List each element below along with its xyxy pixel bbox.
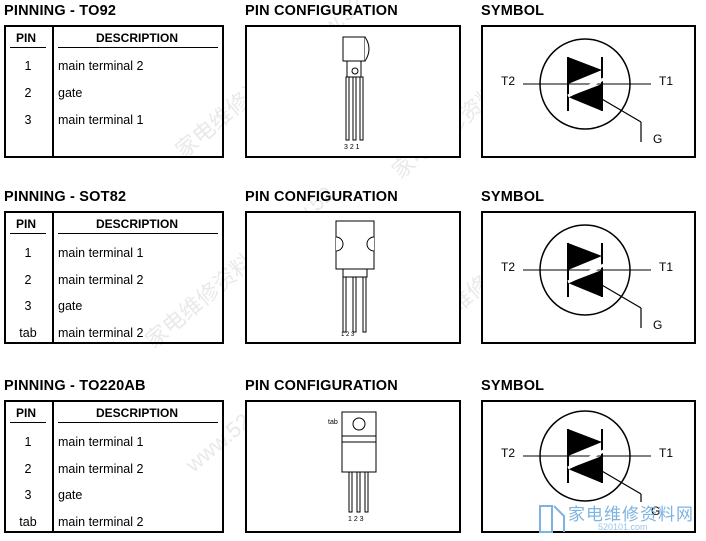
pin-configuration-frame: 3 2 1 — [245, 25, 461, 158]
pin-description: main terminal 1 — [58, 246, 144, 260]
triac-symbol: T2 T1 G — [501, 38, 673, 146]
triac-symbol: T2 T1 G — [501, 410, 673, 518]
watermark-url: 520101.com — [598, 522, 648, 532]
pinning-table: PIN DESCRIPTION 1 main terminal 2 2 gate… — [4, 25, 224, 158]
pin-number: 3 — [24, 488, 32, 502]
watermark-logo: 家电维修资料网 520101.com — [538, 500, 703, 538]
pin-configuration-frame: 1 2 3 — [245, 211, 461, 344]
pin-description: main terminal 2 — [58, 273, 144, 287]
pin-configuration-title: PIN CONFIGURATION — [245, 3, 398, 19]
pin-configuration-title: PIN CONFIGURATION — [245, 189, 398, 205]
t1-label: T1 — [659, 74, 673, 88]
symbol-frame: T2 T1 G — [481, 25, 696, 158]
g-label: G — [653, 132, 662, 146]
t2-label: T2 — [501, 260, 515, 274]
pin-number: 1 — [24, 59, 32, 73]
pin-number: 3 — [24, 113, 32, 127]
package-pin-labels: 1 2 3 — [341, 332, 355, 338]
pin-description: main terminal 1 — [58, 435, 144, 449]
t1-label: T1 — [659, 446, 673, 460]
sot82-package-diagram: 1 2 3 — [335, 220, 375, 338]
t2-label: T2 — [501, 446, 515, 460]
pin-number: 2 — [24, 273, 32, 287]
t1-label: T1 — [659, 260, 673, 274]
description-column-header: DESCRIPTION — [96, 406, 179, 420]
symbol-title: SYMBOL — [481, 3, 545, 19]
pinning-table: PIN DESCRIPTION 1 main terminal 1 2 main… — [4, 211, 224, 344]
pin-configuration-frame: tab 1 2 3 — [245, 400, 461, 533]
pin-description: gate — [58, 488, 83, 502]
pin-number: 2 — [24, 86, 32, 100]
logo-icon — [539, 505, 565, 533]
g-label: G — [653, 318, 662, 332]
pin-number: 3 — [24, 299, 32, 313]
pin-configuration-title: PIN CONFIGURATION — [245, 378, 398, 394]
pin-number: 1 — [24, 435, 32, 449]
pinning-table: PIN DESCRIPTION 1 main terminal 1 2 main… — [4, 400, 224, 533]
pin-description: gate — [58, 86, 83, 100]
g-label: G — [651, 504, 660, 518]
pin-description: main terminal 2 — [58, 462, 144, 476]
pinning-title: PINNING - SOT82 — [4, 189, 127, 205]
package-pin-labels: 1 2 3 — [348, 516, 364, 523]
symbol-frame: T2 T1 G — [481, 400, 696, 533]
pin-number: 1 — [24, 246, 32, 260]
to92-package-diagram: 3 2 1 — [342, 36, 370, 151]
pin-number: tab — [19, 515, 37, 529]
triac-symbol: T2 T1 G — [501, 224, 673, 332]
symbol-frame: T2 T1 G — [481, 211, 696, 344]
pin-column-header: PIN — [16, 406, 37, 420]
symbol-title: SYMBOL — [481, 189, 545, 205]
pin-description: main terminal 2 — [58, 326, 144, 340]
to220ab-package-diagram: tab 1 2 3 — [328, 411, 377, 523]
t2-label: T2 — [501, 74, 515, 88]
description-column-header: DESCRIPTION — [96, 217, 179, 231]
pin-description: main terminal 2 — [58, 59, 144, 73]
pinning-title: PINNING - TO92 — [4, 3, 117, 19]
pin-number: 2 — [24, 462, 32, 476]
pin-column-header: PIN — [16, 31, 37, 45]
symbol-title: SYMBOL — [481, 378, 545, 394]
pin-number: tab — [19, 326, 37, 340]
pin-description: main terminal 2 — [58, 515, 144, 529]
package-tab-label: tab — [328, 419, 338, 426]
watermark-site-name: 家电维修资料网 — [568, 505, 694, 525]
package-pin-labels: 3 2 1 — [344, 144, 360, 151]
pin-description: main terminal 1 — [58, 113, 144, 127]
pin-column-header: PIN — [16, 217, 37, 231]
description-column-header: DESCRIPTION — [96, 31, 179, 45]
pin-description: gate — [58, 299, 83, 313]
pinning-title: PINNING - TO220AB — [4, 378, 146, 394]
